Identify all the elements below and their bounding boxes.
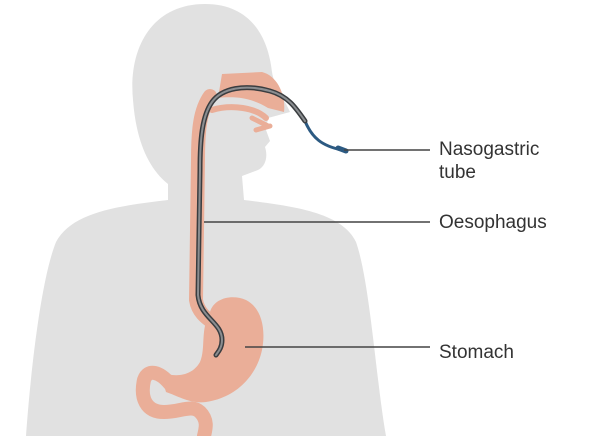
label-stomach: Stomach (439, 342, 514, 363)
stomach (160, 297, 264, 403)
nasogastric-tube (195, 85, 349, 358)
nasal-cavity (218, 72, 285, 112)
body-silhouette (26, 4, 386, 436)
label-nasogastric-tube: Nasogastric tube (439, 138, 539, 184)
label-line-1: Nasogastric (439, 139, 540, 160)
mouth-tongue (209, 104, 269, 121)
label-line-2: tube (439, 162, 476, 183)
lips (249, 115, 273, 133)
leader-lines (204, 149, 430, 348)
label-oesophagus: Oesophagus (439, 212, 547, 233)
duodenum (135, 365, 213, 436)
